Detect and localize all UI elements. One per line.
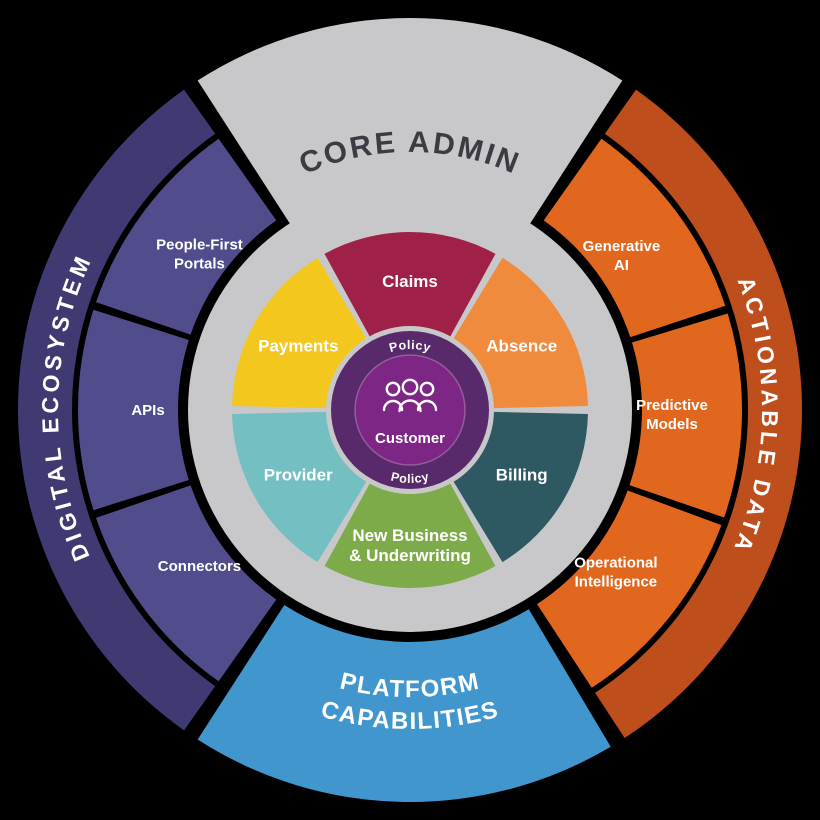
segment-apis bbox=[77, 309, 189, 511]
pie-segment-payments bbox=[232, 257, 367, 409]
label-provider: Provider bbox=[264, 465, 333, 484]
section-digital-ecosystem-band bbox=[18, 89, 216, 731]
segment-operational-intelligence bbox=[537, 490, 722, 688]
segment-generative-ai bbox=[543, 138, 726, 338]
customer-circle bbox=[354, 354, 466, 466]
section-core-admin bbox=[197, 18, 623, 238]
label-policy-bottom: Policy bbox=[390, 470, 431, 486]
people-icon bbox=[382, 378, 438, 413]
label-payments: Payments bbox=[258, 336, 338, 355]
pie-segment-provider bbox=[232, 411, 367, 563]
segment-connectors bbox=[96, 485, 277, 682]
label-policy-top: Policy bbox=[388, 338, 433, 355]
pie-segment-claims bbox=[324, 232, 496, 337]
label-claims: Claims bbox=[382, 272, 438, 291]
section-actionable-data-band bbox=[595, 89, 802, 739]
pie-segment-billing bbox=[453, 411, 588, 563]
label-connectors: Connectors bbox=[158, 557, 241, 574]
section-platform-capabilities bbox=[197, 605, 611, 802]
label-customer: Customer bbox=[375, 430, 445, 447]
label-new-business-underwriting: New Business& Underwriting bbox=[349, 526, 471, 565]
pie-segment-absence bbox=[453, 257, 588, 409]
label-apis: APIs bbox=[131, 402, 164, 419]
label-billing: Billing bbox=[496, 465, 548, 484]
label-absence: Absence bbox=[486, 336, 557, 355]
segment-predictive-models bbox=[629, 313, 742, 518]
segment-people-first-portals bbox=[96, 138, 277, 335]
pie-segment-new-business-underwriting bbox=[324, 483, 496, 588]
